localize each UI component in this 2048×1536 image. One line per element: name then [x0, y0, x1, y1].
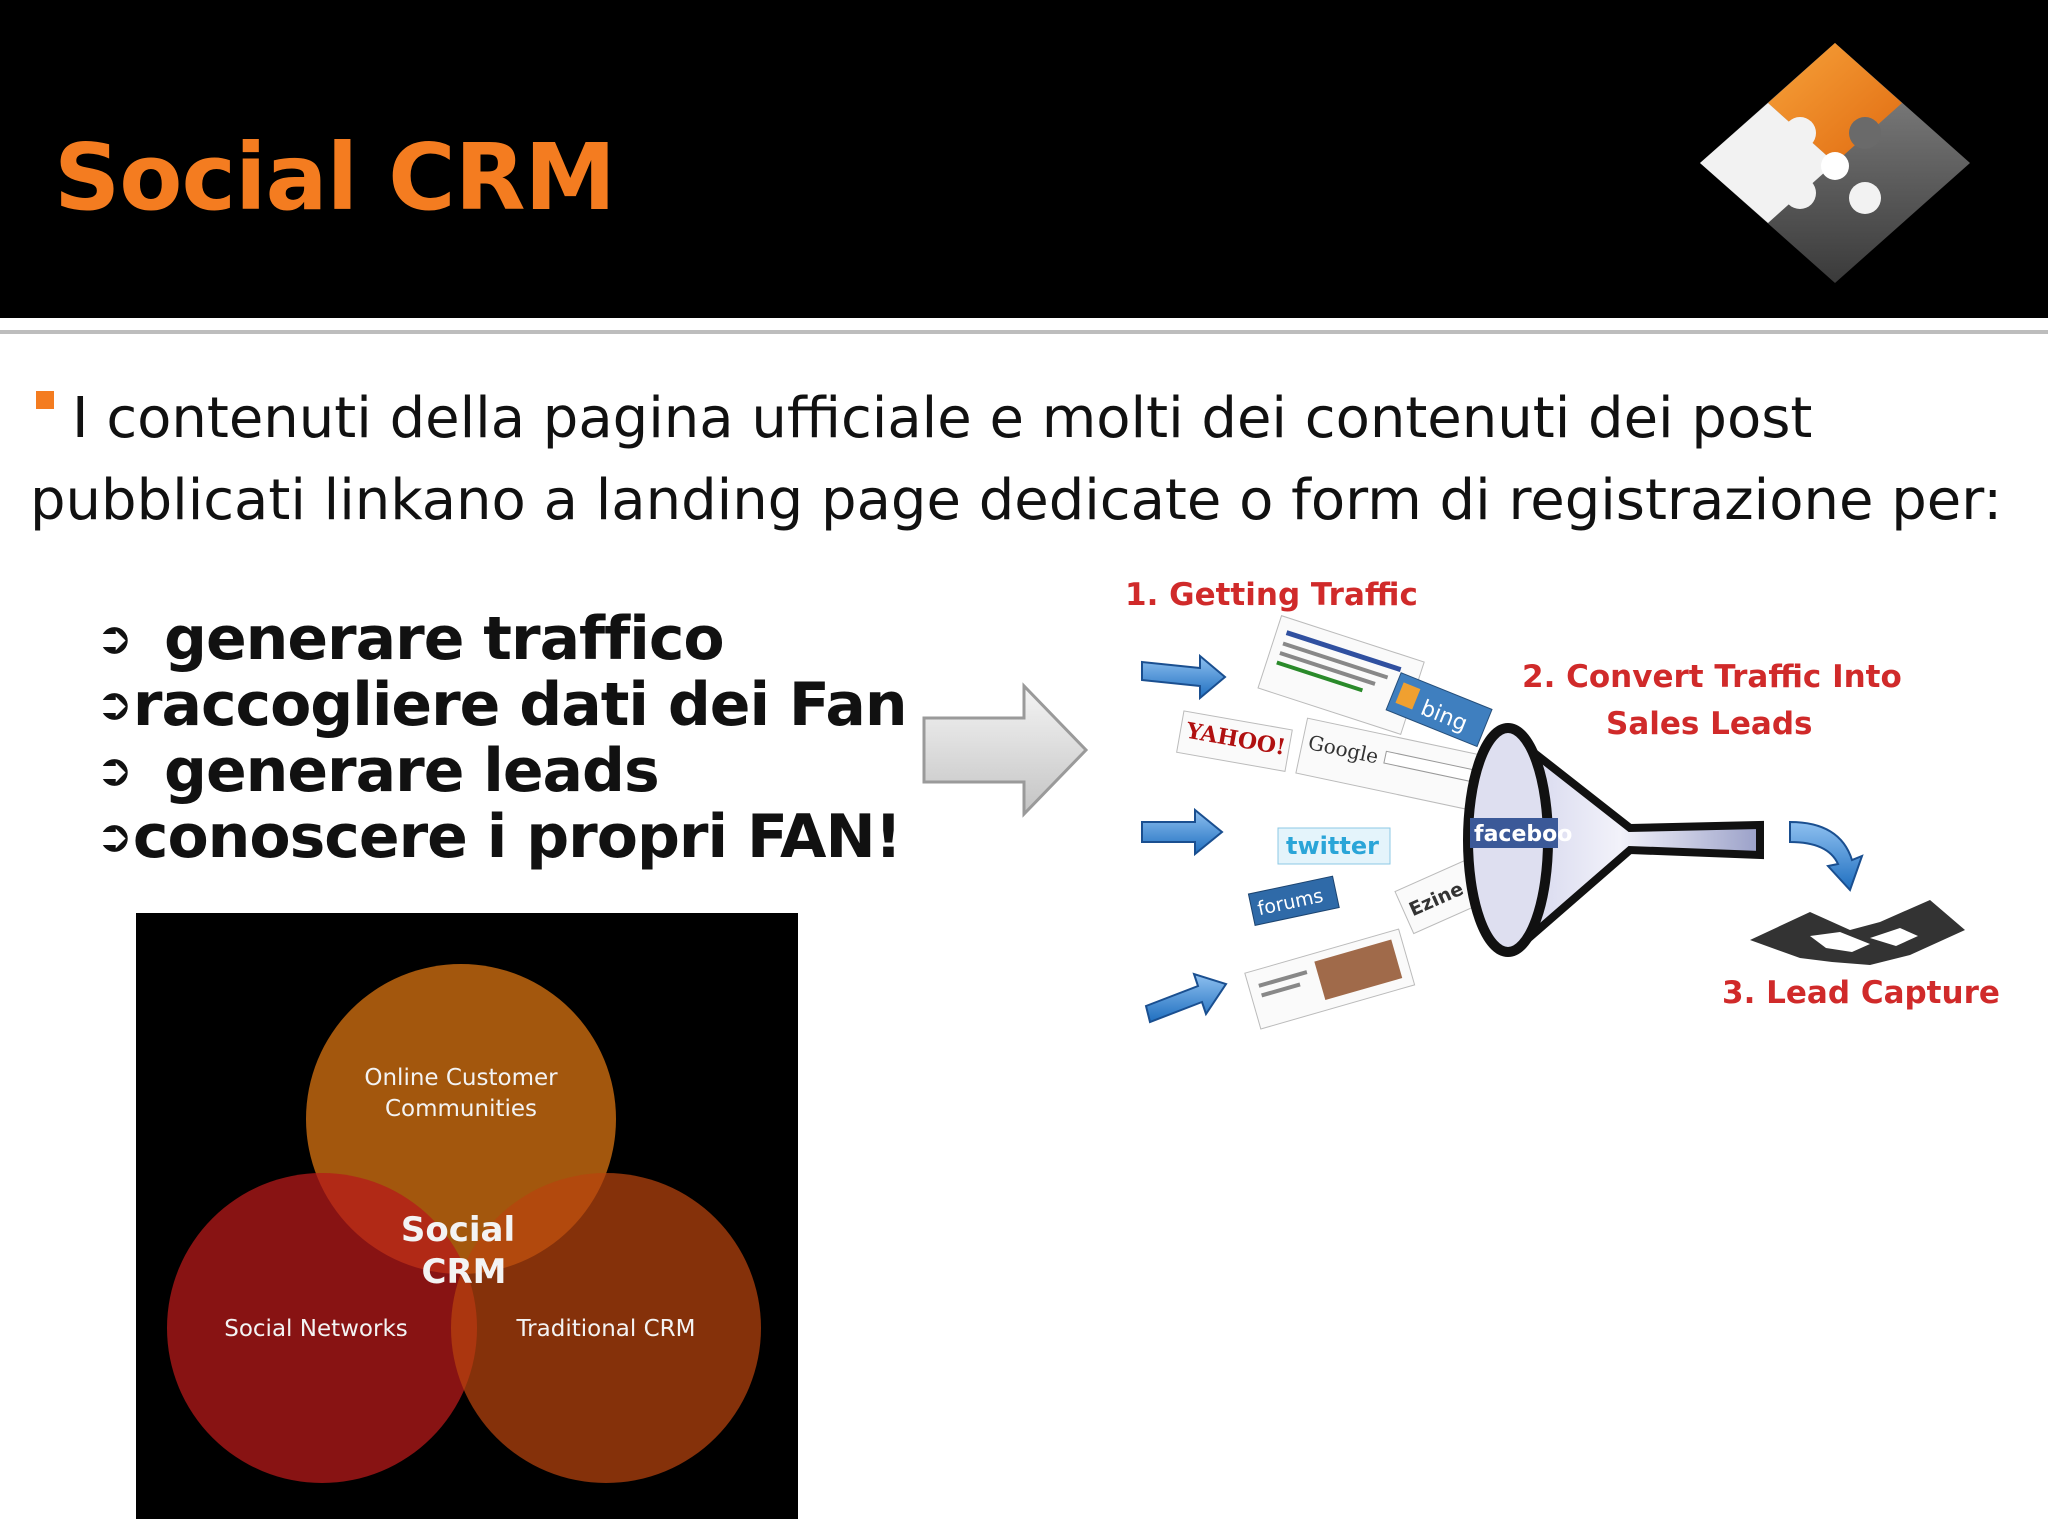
step1-label: 1. Getting Traffic — [1125, 577, 1418, 613]
bullet-list: ➲generare traffico ➲raccogliere dati dei… — [96, 604, 908, 872]
step3-label: 3. Lead Capture — [1722, 975, 2000, 1011]
list-item: ➲conoscere i propri FAN! — [96, 802, 902, 872]
venn-label-top-1: Online Customer — [364, 1065, 558, 1091]
traffic-arrow-icon — [1141, 653, 1227, 701]
facebook-logo-icon: faceboo — [1470, 818, 1572, 848]
venn-center-label-2: CRM — [422, 1252, 507, 1292]
slide-header: Social CRM — [0, 0, 2048, 318]
arrow-bullet-icon: ➲ — [96, 613, 133, 664]
venn-circle-social-networks — [167, 1173, 477, 1483]
bullet-square-icon — [36, 391, 54, 409]
intro-paragraph: I contenuti della pagina ufficiale e mol… — [30, 378, 2020, 542]
puzzle-logo-icon — [1700, 43, 1970, 283]
conservatory-ad-icon — [1244, 928, 1416, 1030]
list-item: ➲generare leads — [96, 736, 660, 806]
social-crm-venn-diagram: Online Customer Communities Social CRM S… — [136, 913, 798, 1519]
header-rule — [0, 318, 2048, 326]
venn-label-right: Traditional CRM — [516, 1316, 696, 1342]
svg-text:twitter: twitter — [1286, 832, 1379, 860]
venn-center-label-1: Social — [401, 1210, 515, 1250]
list-item: ➲raccogliere dati dei Fan — [96, 670, 908, 740]
google-search-snippet: Google — [1295, 717, 1514, 818]
traffic-arrow-icon — [1141, 807, 1224, 857]
arrow-bullet-icon: ➲ — [96, 811, 133, 862]
search-ads-snippet — [1257, 615, 1425, 735]
step2-label-1: 2. Convert Traffic Into — [1522, 659, 1902, 695]
intro-text: I contenuti della pagina ufficiale e mol… — [30, 386, 2003, 533]
list-item: ➲generare traffico — [96, 604, 725, 674]
forums-badge-icon: forums — [1247, 875, 1340, 926]
handshake-icon — [1750, 900, 1965, 965]
arrow-bullet-icon: ➲ — [96, 745, 133, 796]
step2-label-2: Sales Leads — [1606, 706, 1812, 742]
arrow-bullet-icon: ➲ — [96, 679, 133, 730]
slide-title: Social CRM — [54, 124, 616, 231]
twitter-logo-icon: twitter — [1277, 827, 1391, 865]
traffic-arrow-icon — [1144, 972, 1228, 1024]
yahoo-logo-icon: YAHOO! — [1176, 710, 1293, 772]
header-rule-shadow — [0, 330, 2048, 334]
right-arrow-icon — [922, 682, 1089, 818]
venn-circle-traditional-crm — [451, 1173, 761, 1483]
svg-text:faceboo: faceboo — [1474, 822, 1572, 847]
lead-funnel-diagram: 1. Getting Traffic 2. Convert Traffic In… — [1110, 560, 2010, 1060]
venn-label-top-2: Communities — [385, 1096, 537, 1122]
venn-label-left: Social Networks — [224, 1316, 408, 1342]
curved-arrow-icon — [1789, 820, 1864, 892]
